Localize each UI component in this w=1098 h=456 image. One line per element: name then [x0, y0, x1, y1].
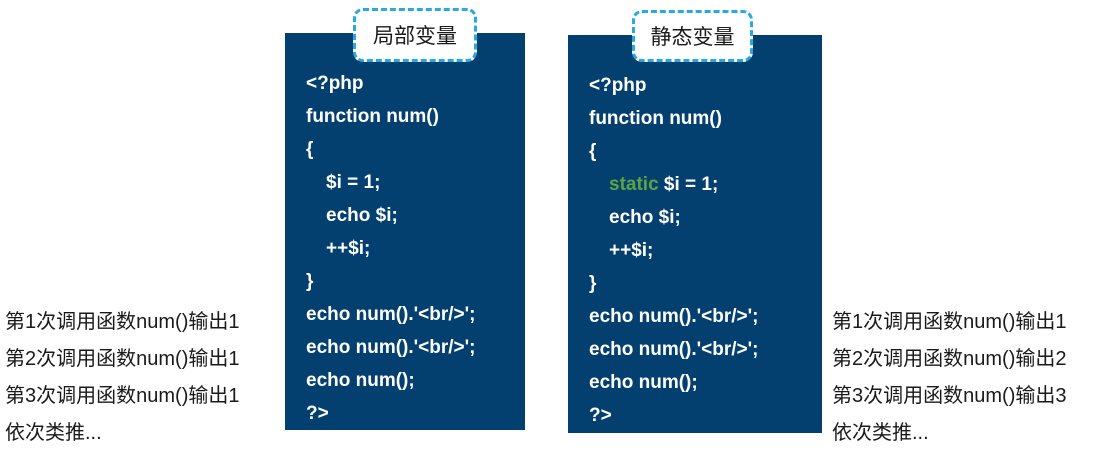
code-text: ?> — [589, 405, 612, 426]
code-line: function num() — [306, 100, 525, 133]
code-line: { — [306, 133, 525, 166]
annotation-line: 依次类推... — [832, 422, 929, 444]
code-line: echo num().'<br/>'; — [306, 298, 525, 331]
code-text: } — [589, 273, 597, 294]
code-line: echo num(); — [589, 366, 822, 399]
code-line: echo num(); — [306, 364, 525, 397]
keyword-static: static — [609, 174, 664, 195]
code-text: { — [306, 139, 314, 160]
code-text: echo $i; — [609, 207, 681, 228]
callout-label-local-variable: 局部变量 — [353, 8, 477, 62]
code-text: function num() — [306, 106, 439, 127]
code-text: <?php — [306, 73, 364, 94]
annotation-static-output: 第1次调用函数num()输出1 第2次调用函数num()输出2 第3次调用函数num… — [832, 304, 1066, 452]
code-line: } — [589, 267, 822, 300]
code-line: function num() — [589, 102, 822, 135]
code-line: <?php — [306, 67, 525, 100]
code-text: echo num().'<br/>'; — [306, 337, 476, 358]
code-text: echo $i; — [326, 205, 398, 226]
code-text: { — [589, 141, 597, 162]
code-line: } — [306, 265, 525, 298]
code-panel-local-variable: <?php function num() { $i = 1; echo $i; ++$i;… — [285, 33, 525, 430]
code-block: <?php function num() { $i = 1; echo $i; ++$i;… — [285, 33, 525, 430]
code-line: <?php — [589, 69, 822, 102]
code-text: $i = 1; — [326, 172, 381, 193]
code-line: echo $i; — [306, 199, 525, 232]
code-line: ?> — [306, 397, 525, 430]
code-line: static $i = 1; — [589, 168, 822, 201]
code-text: echo num().'<br/>'; — [306, 304, 476, 325]
code-text: ?> — [306, 403, 329, 424]
code-text: $i = 1; — [663, 174, 719, 195]
annotation-line: 第2次调用函数num()输出2 — [832, 348, 1067, 370]
code-text: echo num().'<br/>'; — [589, 306, 759, 327]
code-text: <?php — [589, 75, 647, 96]
code-text: ++$i; — [609, 240, 654, 261]
code-text: echo num(); — [589, 372, 698, 393]
code-line: ?> — [589, 399, 822, 432]
code-text: function num() — [589, 108, 722, 129]
code-block: <?php function num() { static $i = 1; echo $… — [568, 35, 822, 432]
annotation-line: 第1次调用函数num()输出1 — [832, 311, 1067, 333]
callout-label-static-variable: 静态变量 — [632, 10, 753, 62]
code-line: ++$i; — [306, 232, 525, 265]
code-line: echo num().'<br/>'; — [589, 300, 822, 333]
annotation-local-output: 第1次调用函数num()输出1 第2次调用函数num()输出1 第3次调用函数num… — [5, 304, 239, 452]
annotation-line: 依次类推... — [5, 422, 102, 444]
code-panel-static-variable: <?php function num() { static $i = 1; echo $… — [568, 35, 822, 433]
annotation-line: 第3次调用函数num()输出1 — [5, 385, 240, 407]
annotation-line: 第3次调用函数num()输出3 — [832, 385, 1067, 407]
code-line: echo $i; — [589, 201, 822, 234]
code-text: } — [306, 271, 314, 292]
annotation-line: 第1次调用函数num()输出1 — [5, 311, 240, 333]
code-line: echo num().'<br/>'; — [589, 333, 822, 366]
code-line: $i = 1; — [306, 166, 525, 199]
code-line: ++$i; — [589, 234, 822, 267]
code-text: ++$i; — [326, 238, 371, 259]
code-line: echo num().'<br/>'; — [306, 331, 525, 364]
annotation-line: 第2次调用函数num()输出1 — [5, 348, 240, 370]
code-text: echo num(); — [306, 370, 415, 391]
code-line: { — [589, 135, 822, 168]
code-text: echo num().'<br/>'; — [589, 339, 759, 360]
